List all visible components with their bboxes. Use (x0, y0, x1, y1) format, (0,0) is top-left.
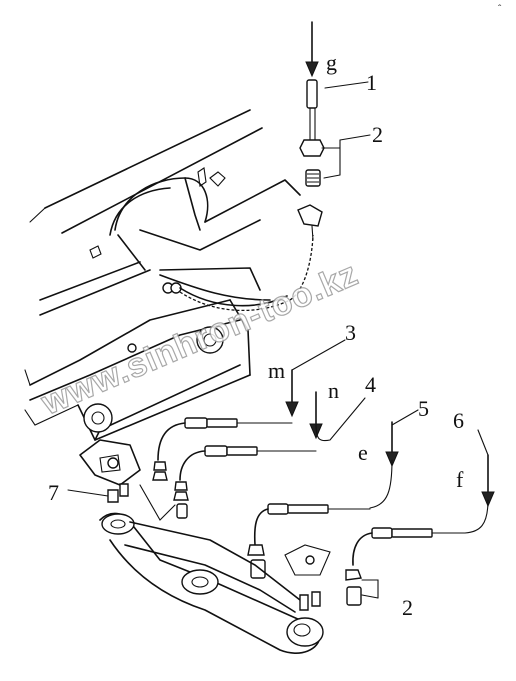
label-e: e (358, 440, 368, 465)
label-2-top: 2 (372, 122, 383, 147)
label-m: m (268, 358, 285, 383)
main-hose (179, 234, 314, 312)
label-4: 4 (365, 372, 376, 397)
label-3: 3 (345, 320, 356, 345)
labels: g 1 2 3 m n 4 5 e 6 f 7 2 (48, 50, 464, 620)
machine-frame (24, 109, 301, 441)
label-n: n (328, 378, 339, 403)
label-g: g (326, 50, 337, 75)
hose-group-3-4 (152, 339, 366, 519)
part-2-nut (299, 139, 325, 157)
label-5: 5 (418, 396, 429, 421)
label-f: f (456, 467, 464, 492)
label-6: 6 (453, 408, 464, 433)
label-2-bottom: 2 (402, 595, 413, 620)
arrow-g-head (305, 61, 319, 78)
watermark: www.sinhron-too.kz (35, 255, 363, 423)
part-1-hose-end (306, 79, 318, 109)
hose-group-5-6 (247, 409, 495, 606)
corner-mark: ˆ (498, 3, 502, 15)
label-1: 1 (366, 70, 377, 95)
lower-arm-assembly (67, 439, 331, 654)
top-fitting-assembly (297, 21, 371, 241)
label-7: 7 (48, 480, 59, 505)
elbow-fitting (297, 204, 323, 227)
